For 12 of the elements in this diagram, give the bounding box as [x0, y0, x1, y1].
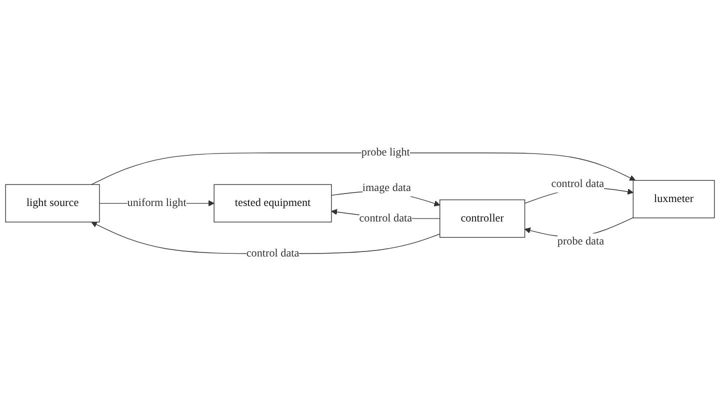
edge-label: probe light	[361, 146, 410, 158]
node-box: luxmeter	[632, 180, 715, 218]
node-box: light source	[5, 184, 100, 222]
edge-label: image data	[362, 182, 411, 194]
arrow	[91, 152, 636, 185]
edge-label: probe data	[557, 235, 604, 248]
edge-label: control data	[246, 247, 300, 259]
node-box: controller	[440, 199, 526, 238]
node-box: tested equipment	[214, 184, 332, 222]
edge-label: control data	[359, 212, 412, 224]
edge-label: uniform light	[127, 196, 186, 209]
edge-label: control data	[551, 178, 604, 190]
